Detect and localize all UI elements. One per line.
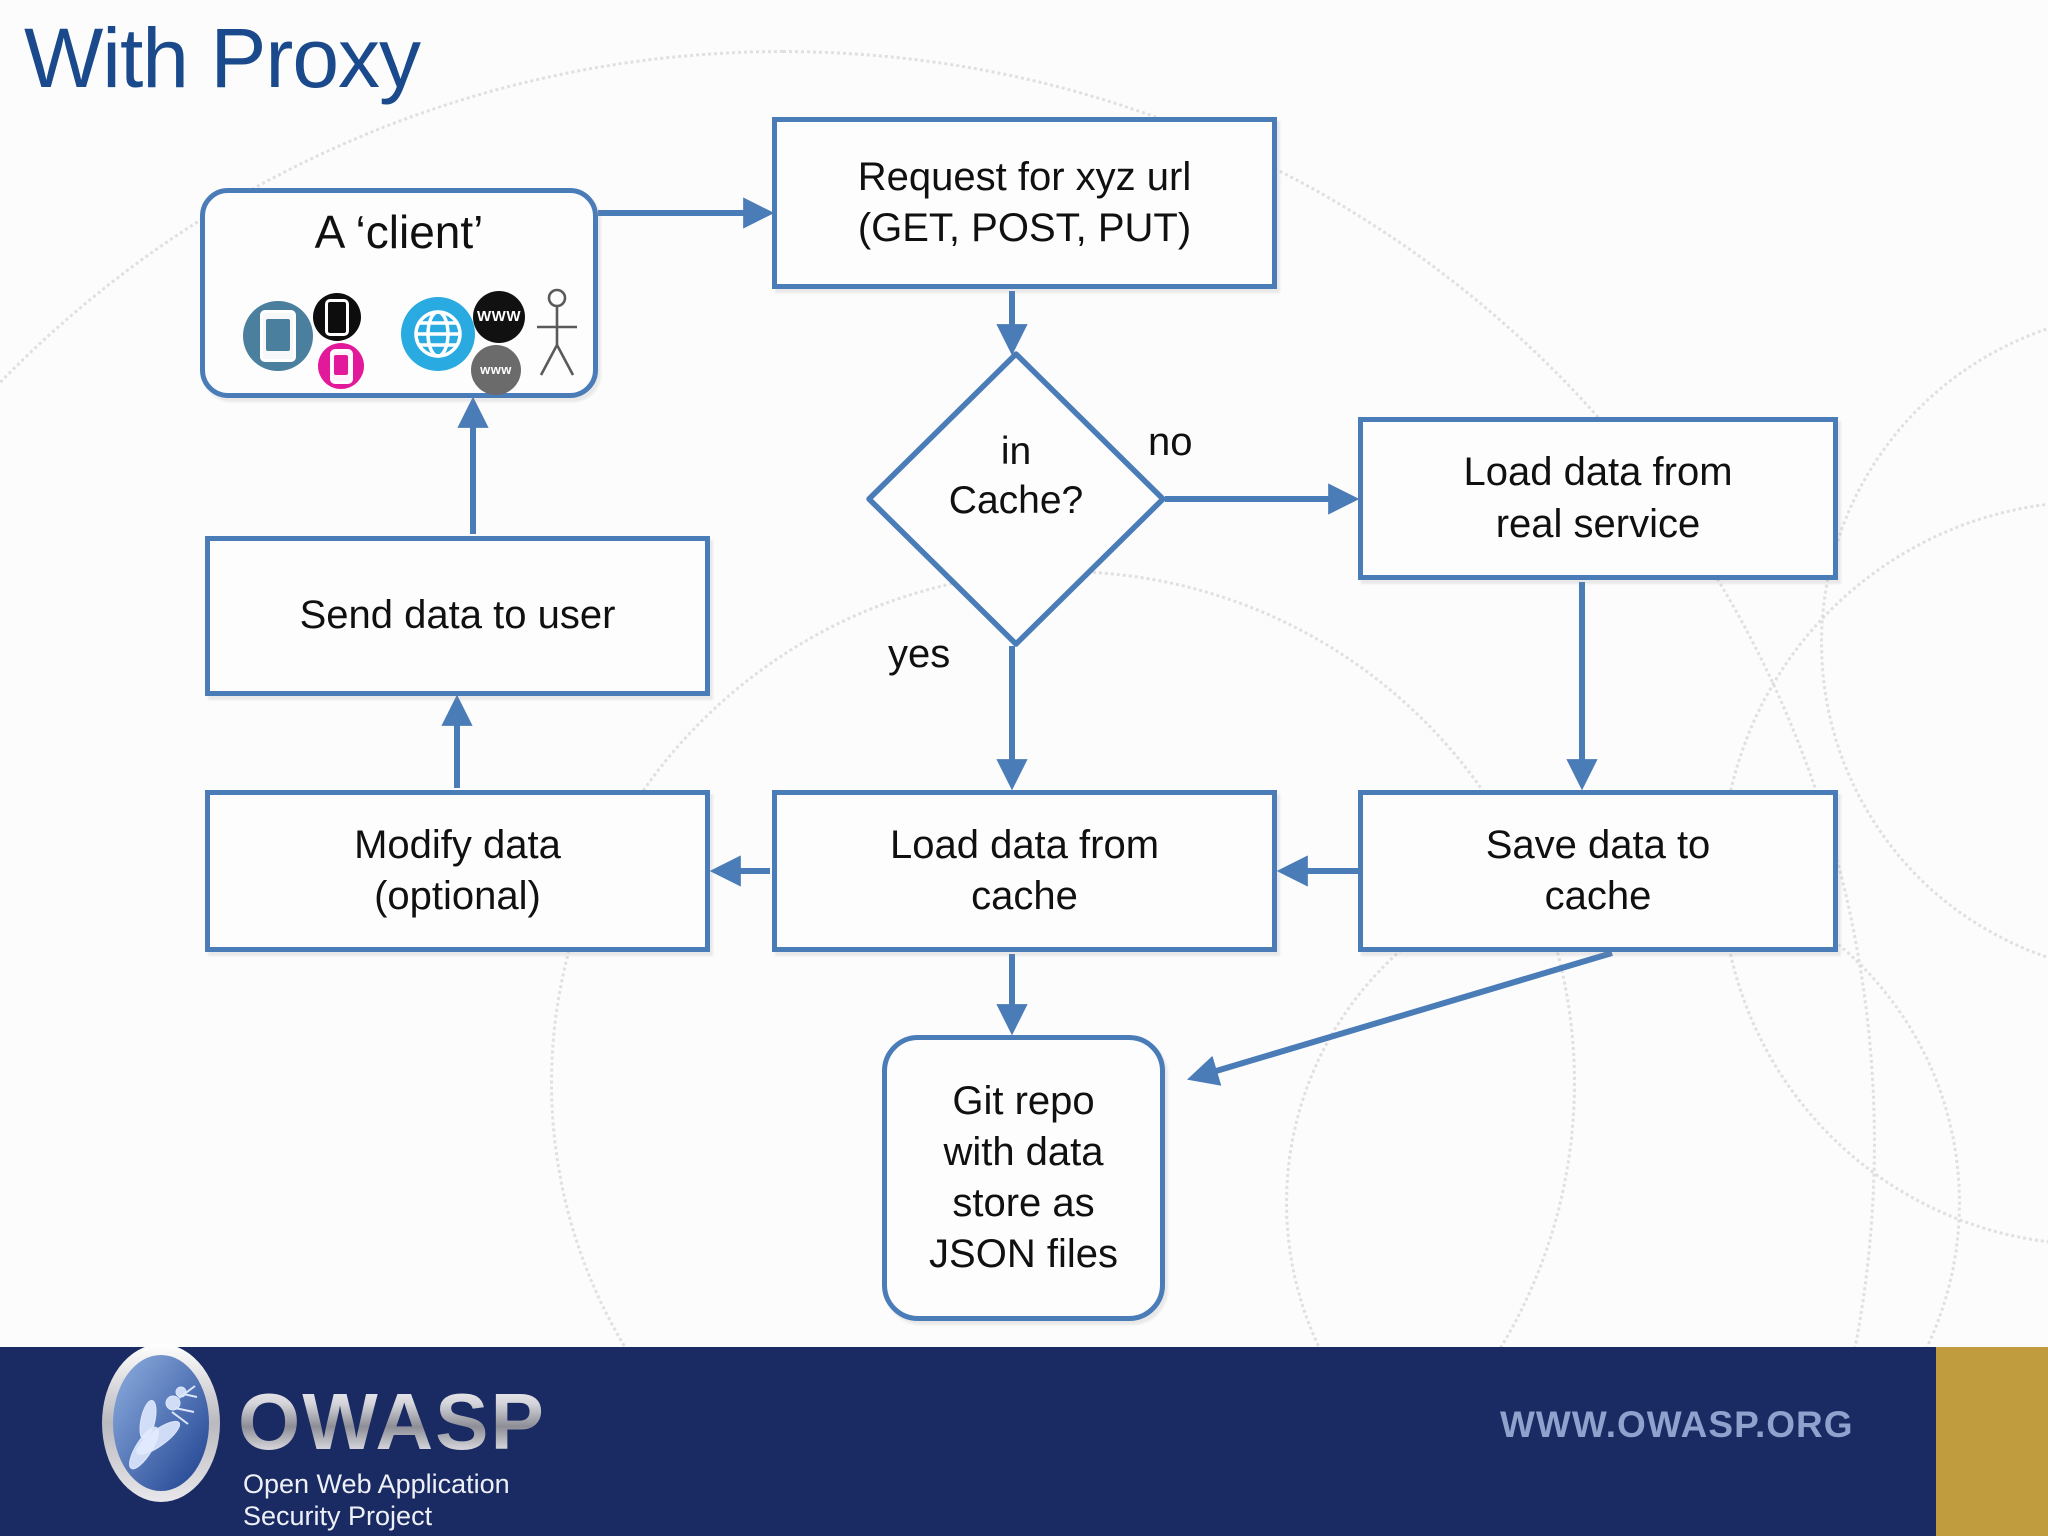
owasp-tagline-line2: Security Project — [243, 1501, 433, 1532]
flow-node-load-cache: Load data from cache — [772, 790, 1277, 952]
load-real-line1: Load data from — [1463, 450, 1733, 495]
git-repo-line2: with data — [943, 1129, 1104, 1174]
smartphone-teal-icon — [243, 301, 313, 371]
www-black-icon: WWW — [473, 291, 525, 343]
load-real-line2: real service — [1495, 501, 1701, 546]
flow-node-save-cache: Save data to cache — [1358, 790, 1838, 952]
flow-node-git-repo: Git repo with data store as JSON files — [882, 1035, 1165, 1321]
modify-line2: (optional) — [374, 874, 541, 918]
send-data-label: Send data to user — [299, 593, 616, 638]
git-repo-line4: JSON files — [929, 1232, 1118, 1277]
arrow-save-to-git — [1187, 950, 1613, 1086]
flow-node-request: Request for xyz url (GET, POST, PUT) — [772, 117, 1277, 289]
owasp-tagline: Open Web Application Security Project — [243, 1468, 510, 1533]
www-black-label: WWW — [477, 308, 521, 326]
footer-gold-accent — [1936, 1347, 2048, 1536]
request-line1: Request for xyz url — [857, 154, 1192, 199]
git-repo-line1: Git repo — [952, 1078, 1095, 1123]
git-repo-line3: store as — [952, 1181, 1095, 1225]
owasp-wasp-logo — [102, 1344, 220, 1502]
globe-grid-icon — [414, 310, 462, 358]
owasp-tagline-line1: Open Web Application — [243, 1469, 510, 1499]
smartphone-black-icon — [313, 293, 361, 341]
request-line2: (GET, POST, PUT) — [857, 206, 1192, 250]
flow-node-modify-data: Modify data (optional) — [205, 790, 710, 952]
owasp-logo-text: OWASP — [238, 1377, 546, 1466]
load-cache-line2: cache — [971, 874, 1078, 918]
www-gray-icon: www — [471, 345, 521, 395]
edge-label-no: no — [1148, 420, 1193, 464]
decision-label: in Cache? — [948, 430, 1084, 522]
load-cache-line1: Load data from — [889, 822, 1160, 867]
www-gray-label: www — [480, 361, 512, 377]
modify-line1: Modify data — [354, 822, 561, 867]
flow-node-client: A ‘client’ WWW www — [200, 188, 598, 398]
edge-label-yes: yes — [888, 632, 951, 676]
smartphone-magenta-icon — [318, 343, 364, 389]
client-label: A ‘client’ — [314, 206, 484, 258]
flow-node-send-data: Send data to user — [205, 536, 710, 696]
save-cache-line1: Save data to — [1485, 822, 1711, 867]
owasp-website-url: WWW.OWASP.ORG — [1500, 1404, 1854, 1445]
person-stick-icon — [537, 288, 577, 376]
globe-icon — [401, 297, 475, 371]
decision-diamond-shape — [866, 351, 1166, 647]
save-cache-line2: cache — [1544, 874, 1652, 918]
flow-node-load-real-service: Load data from real service — [1358, 417, 1838, 580]
page-title: With Proxy — [24, 11, 421, 105]
footer-bar — [0, 1347, 1936, 1536]
